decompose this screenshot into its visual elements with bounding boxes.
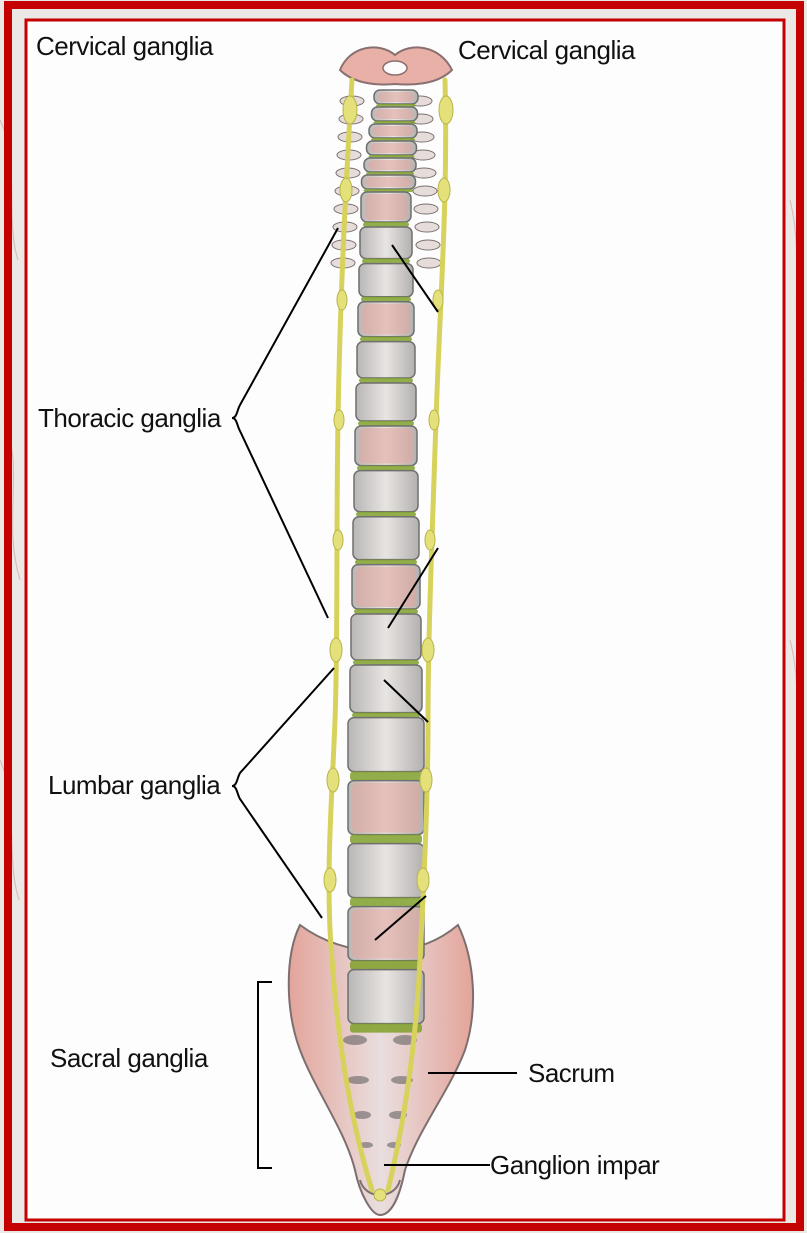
- vertebral-body: [348, 718, 424, 772]
- label-cervical-ganglia-left: Cervical ganglia: [36, 33, 213, 59]
- vertebral-body: [348, 970, 424, 1024]
- intervertebral-disc: [350, 1024, 422, 1033]
- vertebral-body-tint: [365, 194, 407, 220]
- vertebral-body: [354, 471, 418, 512]
- vertebral-body-tint: [368, 160, 412, 170]
- label-sacral-ganglia: Sacral ganglia: [50, 1045, 208, 1071]
- vertebral-body: [360, 227, 412, 259]
- vertebral-body-tint: [366, 177, 412, 187]
- transverse-process: [416, 240, 440, 250]
- vertebral-body: [353, 517, 419, 560]
- vertebral-body-tint: [378, 92, 414, 102]
- vertebral-body: [359, 264, 413, 297]
- intervertebral-disc: [350, 961, 422, 970]
- label-sacrum: Sacrum: [528, 1060, 615, 1086]
- cervical-vertebrae: [340, 47, 452, 84]
- vertebral-body-tint: [362, 304, 410, 335]
- vertebral-body-tint: [352, 909, 420, 959]
- transverse-process: [417, 258, 441, 268]
- vertebral-body-tint: [359, 428, 413, 464]
- intervertebral-disc: [350, 898, 422, 907]
- label-lumbar-ganglia: Lumbar ganglia: [48, 772, 220, 798]
- label-cervical-ganglia-right: Cervical ganglia: [458, 37, 635, 63]
- label-thoracic-ganglia: Thoracic ganglia: [38, 405, 221, 431]
- vertebral-body: [351, 614, 421, 660]
- intervertebral-disc: [350, 835, 422, 844]
- vertebral-body: [357, 342, 415, 378]
- vertebral-body-tint: [352, 783, 420, 833]
- vertebral-body-tint: [356, 567, 416, 607]
- label-ganglion-impar: Ganglion impar: [490, 1152, 659, 1178]
- vertebral-body-tint: [376, 109, 414, 119]
- intervertebral-disc: [350, 772, 422, 781]
- vertebral-body-tint: [373, 126, 413, 136]
- vertebral-body: [356, 383, 416, 421]
- transverse-process: [415, 222, 439, 232]
- transverse-process: [413, 186, 437, 196]
- vertebral-body: [348, 844, 424, 898]
- vertebral-body-tint: [371, 143, 413, 153]
- transverse-process: [414, 204, 438, 214]
